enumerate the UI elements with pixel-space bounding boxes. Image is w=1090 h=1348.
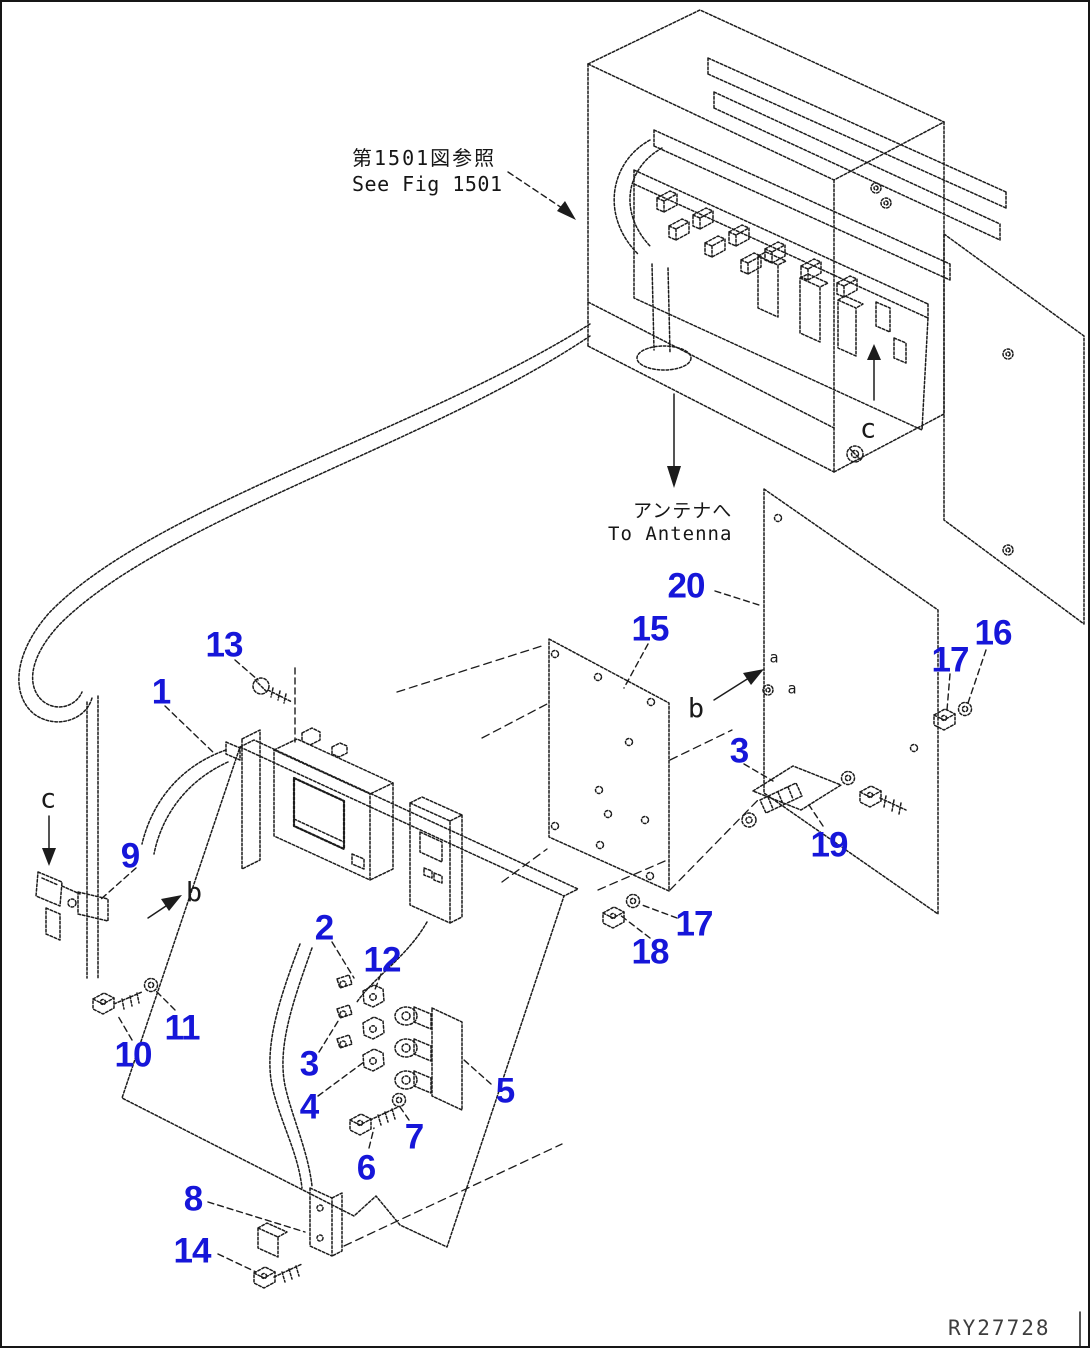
vent-slats — [654, 58, 1006, 280]
part-callout-17: 17 — [675, 904, 714, 944]
part-callout-15: 15 — [631, 609, 670, 649]
to-antenna-label-jp: アンテナへ — [633, 500, 733, 522]
to-antenna-label-en: To Antenna — [608, 523, 733, 545]
cable-end-hardware — [36, 872, 159, 1015]
part-callout-4: 4 — [299, 1087, 319, 1127]
antenna-feeder — [742, 766, 906, 827]
leader-lines — [100, 172, 986, 1272]
console-enclosure — [588, 10, 944, 472]
bottom-bracket — [253, 1188, 342, 1289]
panel-15 — [549, 639, 669, 891]
view-arrows — [42, 201, 881, 918]
see-fig-label-en: See Fig 1501 — [352, 172, 503, 196]
part-callout-1: 1 — [151, 672, 171, 712]
part-callout-9: 9 — [120, 836, 140, 876]
clamp-cluster — [336, 974, 462, 1136]
view-letter-c: c — [859, 413, 877, 445]
part-callout-5: 5 — [495, 1071, 515, 1111]
view-letter-b: b — [185, 877, 203, 909]
part-callout-11: 11 — [164, 1008, 201, 1048]
part-callout-10: 10 — [114, 1035, 153, 1075]
part-callout-16: 16 — [974, 613, 1013, 653]
see-fig-label-jp: 第1501図参照 — [352, 146, 497, 170]
part-callout-19: 19 — [810, 825, 849, 865]
part-callout-18: 18 — [631, 932, 670, 972]
ground-hardware-left — [602, 893, 641, 929]
view-letter-a: a — [769, 648, 779, 667]
view-letter-c: c — [39, 783, 57, 815]
part-callout-14: 14 — [173, 1231, 212, 1271]
rear-panel — [944, 234, 1084, 624]
view-letter-a: a — [787, 679, 797, 698]
part-callout-12: 12 — [363, 940, 402, 980]
part-callout-3: 3 — [729, 731, 749, 771]
panel-20 — [762, 489, 938, 914]
screw-13 — [253, 668, 295, 742]
part-callout-2: 2 — [314, 908, 334, 948]
part-callout-17: 17 — [931, 640, 970, 680]
part-callout-20: 20 — [667, 566, 706, 606]
radio-unit — [142, 728, 393, 880]
antenna-cable — [19, 324, 590, 1188]
part-callout-7: 7 — [404, 1117, 424, 1157]
circuit-board — [614, 140, 928, 462]
ground-hardware-right — [933, 701, 973, 731]
part-callout-8: 8 — [183, 1179, 203, 1219]
part-callout-13: 13 — [205, 625, 244, 665]
view-letter-b: b — [687, 693, 705, 725]
part-callout-3: 3 — [299, 1044, 319, 1084]
mounting-plate — [122, 740, 578, 1247]
drawing-number: RY27728 — [948, 1316, 1051, 1340]
part-callout-6: 6 — [356, 1148, 376, 1188]
alignment-lines — [344, 645, 759, 1246]
